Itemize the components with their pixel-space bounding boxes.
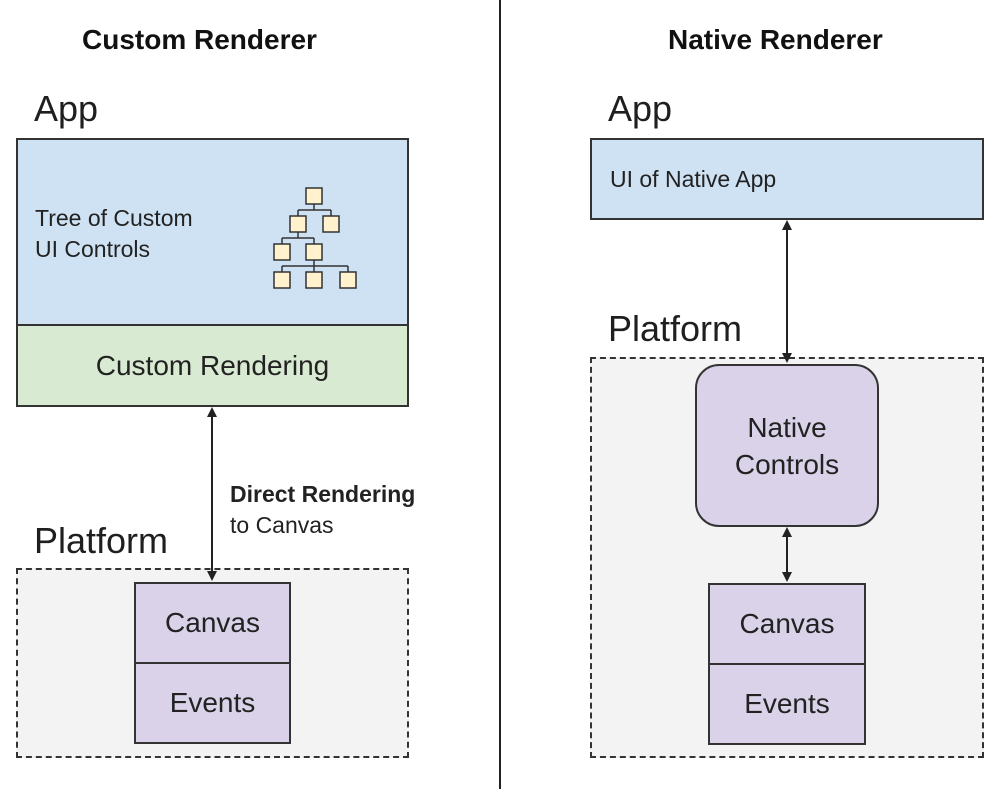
tree-label-line2: UI Controls: [35, 236, 151, 262]
native-controls-box: Native Controls: [695, 364, 879, 527]
right-canvas-label: Canvas: [739, 608, 835, 639]
direct-rendering-label: Direct Rendering: [230, 481, 416, 507]
native-ui-label: UI of Native App: [610, 165, 777, 192]
panel-divider: [499, 0, 501, 789]
custom-rendering-box: Custom Rendering: [16, 324, 409, 407]
right-events-box: Events: [708, 663, 866, 745]
direct-rendering-annotation: Direct Rendering to Canvas: [230, 479, 415, 541]
right-app-label: App: [608, 88, 673, 129]
left-events-label: Events: [169, 687, 256, 718]
custom-renderer-title: Custom Renderer: [82, 24, 317, 55]
right-events-label: Events: [744, 688, 830, 719]
left-canvas-box: Canvas: [134, 582, 291, 664]
left-events-box: Events: [134, 662, 291, 744]
right-canvas-box: Canvas: [708, 583, 866, 665]
right-platform-label: Platform: [608, 308, 743, 349]
left-app-label: App: [34, 88, 99, 129]
to-canvas-label: to Canvas: [230, 512, 334, 538]
tree-icon: [273, 187, 357, 289]
native-renderer-title: Native Renderer: [668, 24, 883, 55]
left-app-box: Tree of Custom UI Controls: [16, 138, 409, 326]
tree-of-controls-label: Tree of Custom UI Controls: [35, 203, 193, 265]
left-canvas-label: Canvas: [165, 607, 260, 638]
custom-rendering-label: Custom Rendering: [95, 349, 330, 381]
native-controls-line2: Controls: [734, 448, 840, 480]
native-controls-line1: Native: [747, 411, 827, 443]
tree-label-line1: Tree of Custom: [35, 205, 193, 231]
left-platform-label: Platform: [34, 520, 169, 561]
native-ui-box: UI of Native App: [590, 138, 984, 220]
